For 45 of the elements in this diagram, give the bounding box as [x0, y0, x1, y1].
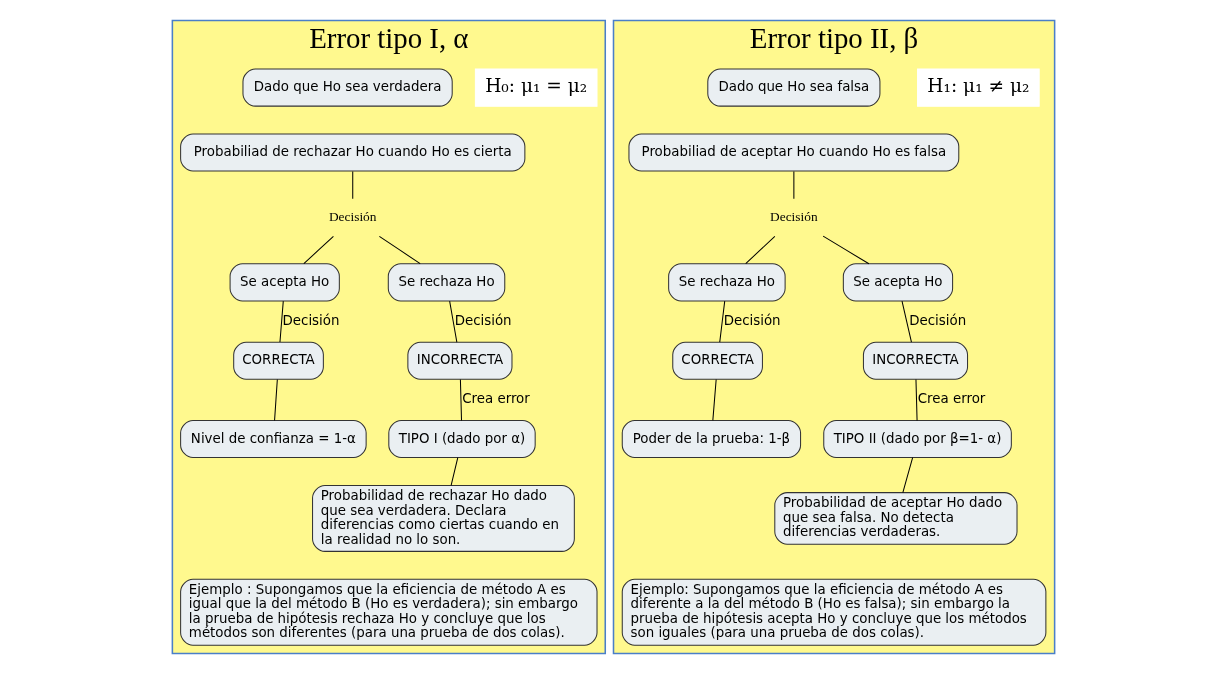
connector: [450, 457, 459, 486]
node-box: TIPO II (dado por β=1- α): [823, 419, 1012, 459]
node-box: Ejemplo : Supongamos que la eficiencia de método A es igual que la del método B (Ho es verdadera); sin embargo la prueba de hipótesis rechaza Ho y concluye que los métodos son diferentes (para una prueba de dos colas).: [180, 578, 598, 646]
node-text: Decisión: [770, 208, 818, 224]
connector: [712, 378, 717, 421]
node-box: H₁: μ₁ ≠ μ₂: [917, 68, 1040, 107]
connector: [901, 300, 912, 343]
node-box: Probabiliad de rechazar Ho cuando Ho es cierta: [180, 133, 526, 172]
node-box: H₀: μ₁ = μ₂: [474, 68, 598, 107]
node-box: Se rechaza Ho: [668, 263, 786, 302]
node-box: Dado que Ho sea falsa: [707, 68, 881, 107]
node-box: INCORRECTA: [407, 341, 513, 380]
node-box: Probabiliad de aceptar Ho cuando Ho es falsa: [628, 133, 960, 172]
node-box: CORRECTA: [672, 341, 763, 380]
node-box: TIPO I (dado por α): [388, 419, 536, 459]
connector: [915, 378, 918, 421]
connector: [459, 378, 463, 421]
connector: [449, 300, 458, 343]
connector: [303, 235, 334, 265]
edge-label: Crea error: [917, 391, 986, 407]
connector: [902, 457, 914, 494]
node-box: Nivel de confianza = 1-α: [180, 419, 367, 459]
edge-label: Decisión: [723, 313, 781, 329]
node-box: Dado que Ho sea verdadera: [242, 68, 453, 107]
edge-label: Decisión: [909, 313, 967, 329]
node-text: Decisión: [328, 208, 377, 224]
node-box: Se acepta Ho: [842, 263, 954, 302]
connector: [719, 300, 726, 343]
edge-label: Decisión: [454, 313, 512, 329]
edge-label: Crea error: [462, 391, 530, 407]
node-box: Se acepta Ho: [229, 263, 340, 302]
connector: [274, 378, 278, 421]
connector: [279, 300, 284, 343]
edge-label: Decisión: [282, 313, 340, 329]
node-box: Probabilidad de aceptar Ho dado que sea falsa. No detecta diferencias verdaderas.: [774, 492, 1018, 545]
node-box: CORRECTA: [233, 341, 324, 380]
node-box: Se rechaza Ho: [387, 263, 506, 302]
connector: [352, 170, 354, 200]
node-box: Probabilidad de rechazar Ho dado que sea verdadera. Declara diferencias como ciertas cuando en la realidad no lo son.: [312, 484, 575, 552]
node-box: INCORRECTA: [862, 341, 969, 380]
connector: [378, 235, 421, 265]
connector: [822, 235, 870, 265]
connector: [745, 235, 776, 265]
node-box: Ejemplo: Supongamos que la eficiencia de método A es diferente a la del método B (Ho es falsa); sin embargo la prueba de hipótesis acepta Ho y concluye que los métodos son iguales (para una prueba de dos colas).: [621, 578, 1047, 646]
node-box: Poder de la prueba: 1-β: [621, 419, 802, 459]
